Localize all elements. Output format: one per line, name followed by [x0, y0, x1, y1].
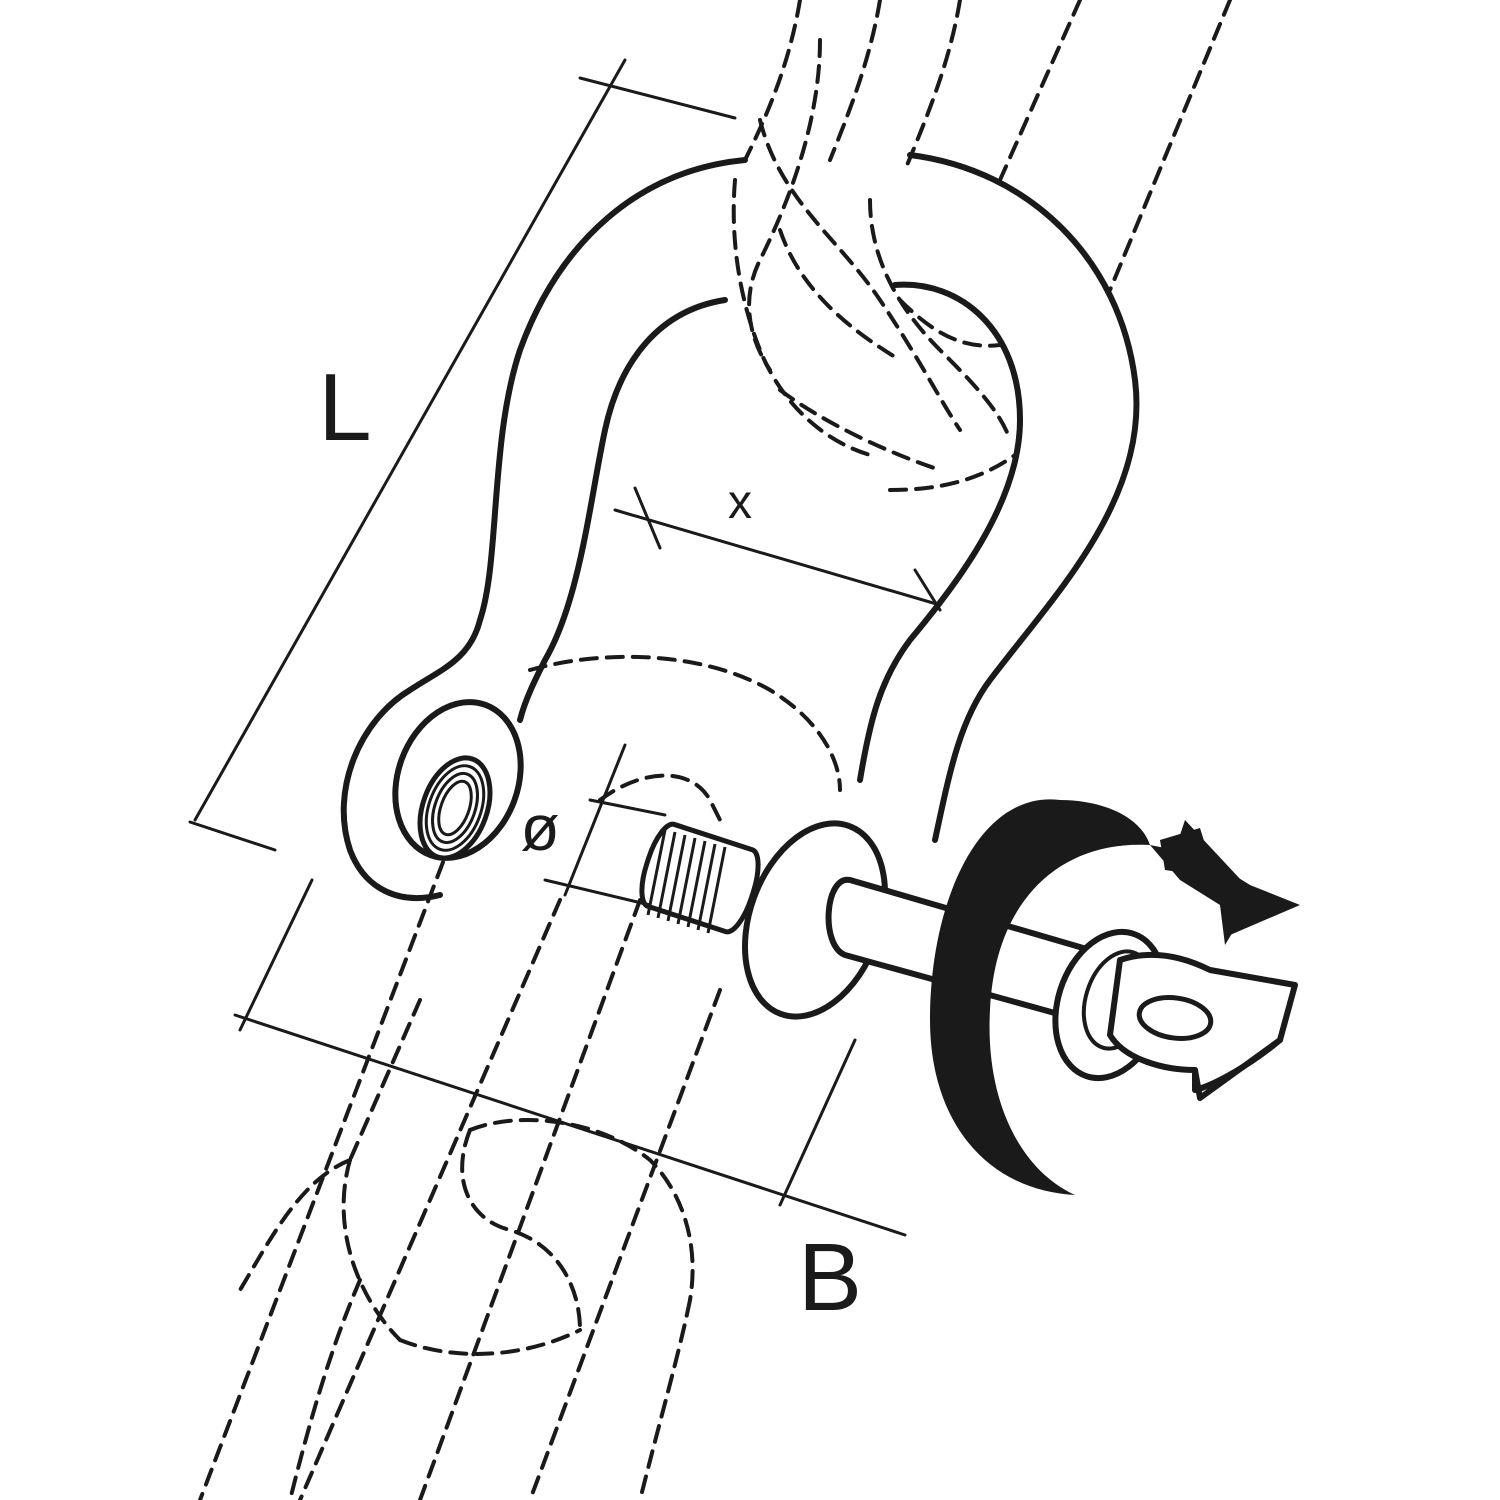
thread-lines-hole	[424, 764, 486, 852]
dimension-B: B	[233, 878, 907, 1331]
pin-thread-lines	[646, 829, 727, 934]
dimension-L: L	[188, 58, 737, 852]
shackle-bow	[340, 152, 1140, 901]
label-B: B	[798, 1224, 862, 1331]
dimension-diameter: ø	[520, 743, 667, 907]
shackle-left-eye	[392, 699, 524, 861]
chain-lower-dashed	[198, 654, 842, 1500]
label-diameter: ø	[520, 792, 559, 864]
rotate-clockwise-arrow-icon	[930, 799, 1300, 1195]
label-x: x	[728, 476, 752, 529]
pin-head	[1052, 928, 1298, 1101]
label-L: L	[318, 354, 371, 461]
dimension-x: x	[613, 476, 942, 612]
rope-upper-dashed	[731, 0, 1232, 492]
